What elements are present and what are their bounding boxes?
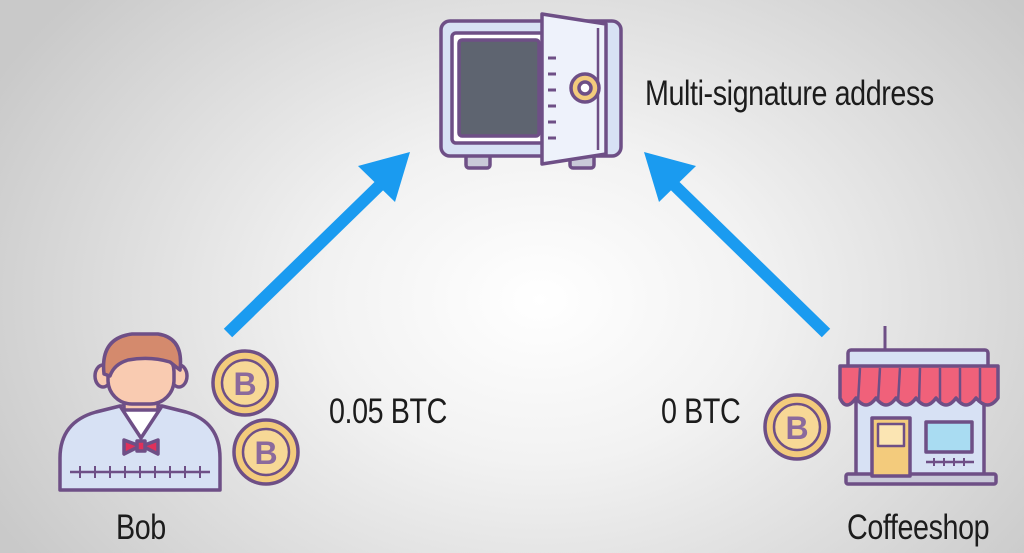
bitcoin-coin-icon: B bbox=[763, 393, 831, 461]
safe-icon bbox=[439, 12, 623, 170]
arrow-right-to-vault bbox=[644, 152, 831, 338]
coin-symbol: B bbox=[785, 410, 808, 446]
bitcoin-coin-icon: B bbox=[232, 418, 300, 486]
arrow-left-to-vault bbox=[223, 152, 410, 338]
receiver-name-label: Coffeeshop bbox=[847, 508, 990, 547]
sender-name-label: Bob bbox=[116, 508, 166, 547]
coin-symbol: B bbox=[254, 435, 277, 471]
man-bowtie-icon bbox=[58, 332, 222, 492]
vault-label: Multi-signature address bbox=[645, 74, 934, 113]
coin-symbol: B bbox=[233, 366, 256, 402]
bitcoin-coin-icon: B bbox=[211, 349, 279, 417]
shop-icon bbox=[838, 326, 1000, 486]
receiver-amount-label: 0 BTC bbox=[661, 392, 741, 431]
sender-amount-label: 0.05 BTC bbox=[329, 392, 447, 431]
